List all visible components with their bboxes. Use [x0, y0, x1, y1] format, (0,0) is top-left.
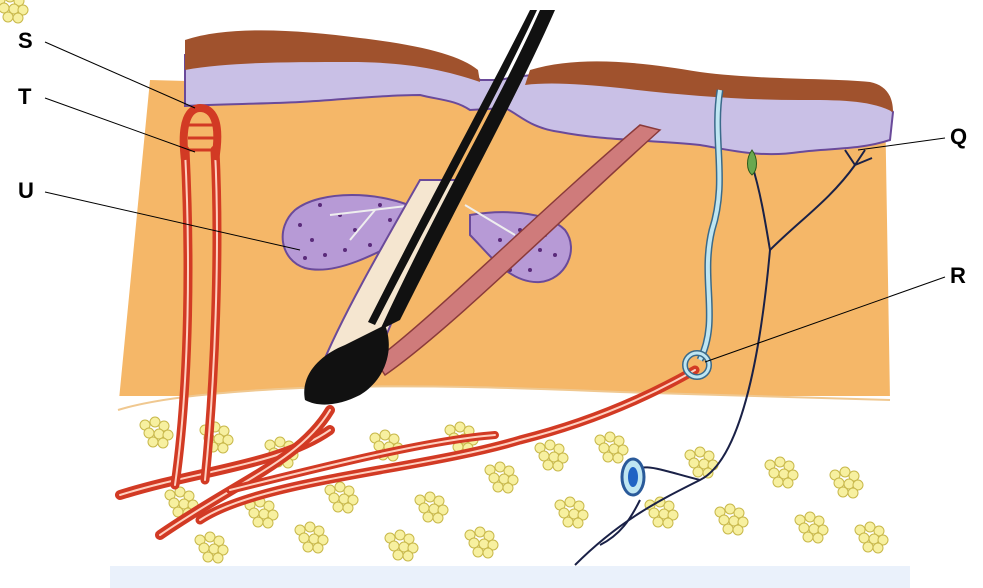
leader-line-S — [45, 42, 195, 108]
fat-cell-cluster — [0, 0, 28, 23]
label-R: R — [950, 265, 966, 287]
bottom-bar — [110, 566, 910, 588]
label-Q: Q — [950, 126, 967, 148]
label-S: S — [18, 30, 33, 52]
label-U: U — [18, 180, 34, 202]
label-T: T — [18, 86, 31, 108]
